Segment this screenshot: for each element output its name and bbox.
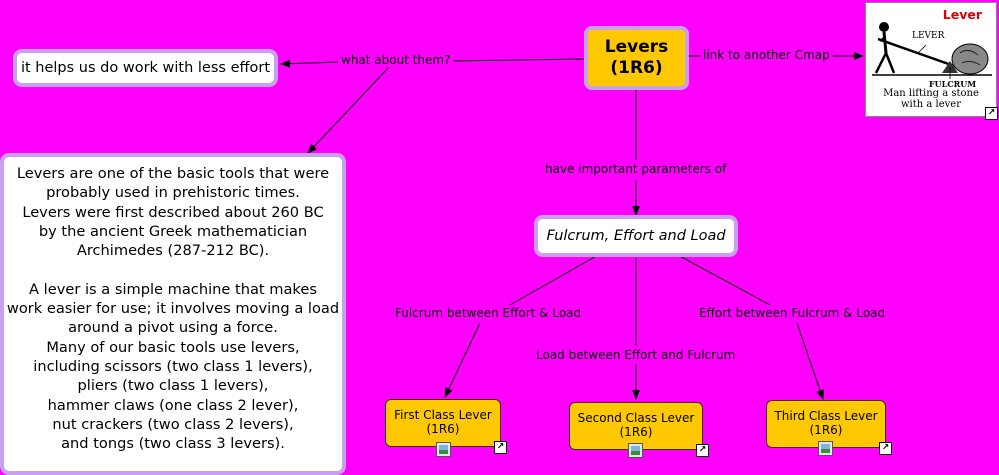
desc-line-10: Many of our basic tools use levers, — [46, 338, 300, 356]
second-class-title: Second Class Lever — [577, 411, 695, 425]
desc-line-12: pliers (two class 1 levers), — [77, 377, 269, 395]
third-class-title: Third Class Lever — [774, 409, 878, 423]
first-class-code: (1R6) — [426, 422, 460, 436]
desc-line-15: and tongs (two class 3 levers). — [61, 435, 285, 453]
desc-line-4: by the ancient Greek mathematician — [38, 222, 308, 240]
link-main-to-label-what — [449, 58, 586, 62]
link-effort-label-to-third — [796, 322, 824, 400]
image-icon[interactable] — [818, 441, 833, 456]
second-class-lever-node[interactable]: Second Class Lever (1R6) — [569, 402, 703, 450]
arrow-link-icon[interactable]: ↗ — [494, 441, 507, 454]
caption-line-1: Man lifting a stone — [883, 88, 979, 99]
lever-description-node[interactable]: Levers are one of the basic tools that w… — [0, 153, 346, 475]
caption-line-2: with a lever — [901, 99, 961, 110]
parameters-node[interactable]: Fulcrum, Effort and Load — [534, 215, 738, 257]
third-class-lever-node[interactable]: Third Class Lever (1R6) — [766, 400, 886, 448]
first-class-lever-node[interactable]: First Class Lever (1R6) — [385, 399, 501, 447]
levers-main-code: (1R6) — [610, 58, 663, 78]
levers-main-title: Levers — [604, 37, 669, 57]
desc-line-13: hammer claws (one class 2 lever), — [47, 396, 299, 414]
arrow-link-icon[interactable]: ↗ — [985, 107, 998, 120]
arrow-link-icon[interactable]: ↗ — [696, 444, 709, 457]
less-effort-node[interactable]: it helps us do work with less effort — [13, 49, 278, 87]
link-what-to-description — [307, 65, 391, 154]
lever-word-label: LEVER — [912, 31, 945, 41]
link-label-fulcrum-between: Fulcrum between Effort & Load — [392, 306, 585, 320]
desc-line-6 — [4, 260, 342, 279]
image-icon[interactable] — [436, 442, 451, 457]
levers-main-node[interactable]: Levers (1R6) — [584, 26, 689, 90]
image-icon[interactable] — [628, 443, 643, 458]
link-label-parameters: have important parameters of — [542, 162, 730, 176]
arrow-link-icon[interactable]: ↗ — [879, 442, 892, 455]
link-label-what-about: what about them? — [338, 53, 454, 67]
lever-image-node[interactable]: Lever LEVER FULCRUM Man lifting a stone … — [865, 2, 998, 120]
link-label-cmap: link to another Cmap — [700, 48, 833, 62]
link-params-to-fulcrum-label — [509, 253, 601, 306]
desc-line-8: work easier for use; it involves moving … — [6, 300, 340, 318]
link-what-to-effort — [280, 59, 339, 68]
desc-line-3: Levers were first described about 260 BC — [22, 203, 324, 221]
link-label-effort-between: Effort between Fulcrum & Load — [696, 306, 889, 320]
fulcrum-word-label: FULCRUM — [929, 79, 977, 89]
desc-line-7: A lever is a simple machine that makes — [29, 280, 317, 298]
desc-line-14: nut crackers (two class 2 levers), — [52, 415, 294, 433]
desc-line-9: around a pivot using a force. — [68, 319, 278, 337]
lever-image-caption: Man lifting a stone with a lever — [866, 88, 996, 110]
less-effort-text: it helps us do work with less effort — [20, 60, 271, 76]
link-fulcrum-label-to-first — [444, 322, 481, 398]
desc-line-11: including scissors (two class 1 levers), — [33, 357, 313, 375]
desc-line-5: Archimedes (287-212 BC). — [76, 242, 270, 260]
desc-line-1: Levers are one of the basic tools that w… — [16, 165, 330, 182]
parameters-text: Fulcrum, Effort and Load — [546, 228, 726, 244]
link-params-to-effort-label — [675, 253, 771, 306]
third-class-code: (1R6) — [809, 423, 843, 437]
link-label-load-between: Load between Effort and Fulcrum — [533, 348, 739, 362]
second-class-code: (1R6) — [619, 425, 653, 439]
lever-image-title: Lever — [942, 7, 982, 22]
man-lifting-stone-illustration — [872, 22, 992, 79]
desc-line-2: probably used in prehistoric times. — [46, 184, 300, 202]
first-class-title: First Class Lever — [394, 408, 492, 422]
